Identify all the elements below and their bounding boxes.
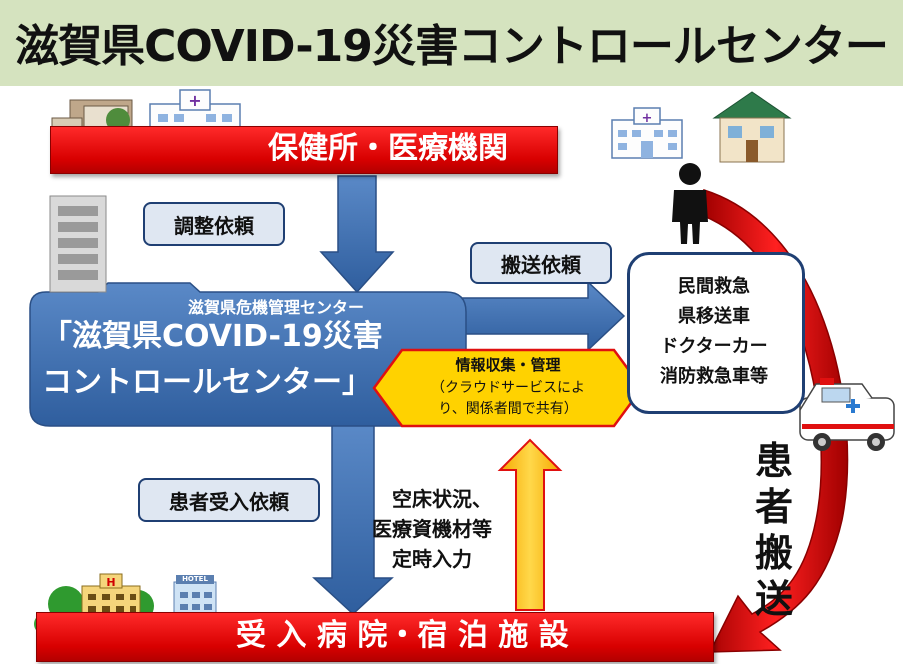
hospital-icon-right: +	[611, 107, 683, 159]
person-icon	[672, 163, 708, 244]
control-center-block	[29, 282, 467, 427]
patient-transport-char: 送	[754, 577, 793, 621]
house-icon	[712, 91, 792, 163]
accept-request-label: 患者受入依頼	[138, 478, 320, 522]
transport-options-box	[627, 252, 805, 414]
hotel-sign: HOTEL	[182, 575, 208, 583]
info-hexagon-line1: （クラウドサービスによ	[431, 380, 585, 396]
down-arrow-accept	[312, 423, 394, 616]
page-title: 滋賀県COVID-19災害コントロールセンター	[15, 21, 889, 72]
svg-text:H: H	[106, 576, 115, 589]
up-arrow-info	[497, 438, 563, 611]
health-institution-label: 保健所・医療機関	[268, 131, 508, 166]
info-hexagon-title: 情報収集・管理	[455, 356, 561, 374]
title-band	[0, 0, 903, 86]
svg-text:+: +	[642, 111, 653, 126]
bed-status-line: 医療資機材等	[372, 517, 492, 541]
transport-option: 県移送車	[678, 306, 750, 327]
transport-request-label: 搬送依頼	[470, 242, 612, 284]
down-arrow-adjust	[319, 175, 395, 294]
office-building-icon	[49, 195, 107, 293]
transport-option: 消防救急車等	[660, 366, 768, 387]
patient-transport-arrow	[703, 188, 849, 653]
center-name-line2: コントロールセンター」	[42, 365, 372, 400]
ambulance-icon	[799, 378, 895, 451]
right-arrow-transport	[461, 280, 626, 352]
svg-text:+: +	[188, 91, 201, 110]
bed-status-line: 空床状況、	[392, 487, 492, 511]
patient-transport-char: 患	[754, 439, 793, 483]
health-institution-bar	[50, 126, 558, 174]
center-name-line1: 「滋賀県COVID-19災害	[42, 319, 383, 354]
bed-status-line: 定時入力	[392, 547, 472, 571]
transport-option: 民間救急	[678, 276, 750, 297]
patient-transport-char: 者	[754, 485, 793, 529]
center-subtitle: 滋賀県危機管理センター	[188, 298, 365, 317]
info-hexagon-line2: り、関係者間で共有）	[438, 401, 578, 417]
hospital-facility-bar	[36, 612, 714, 662]
transport-option: ドクターカー	[660, 336, 768, 357]
adjust-request-label: 調整依頼	[143, 202, 285, 246]
hospital-facility-label: 受 入 病 院・宿 泊 施 設	[236, 618, 569, 653]
patient-transport-char: 搬	[754, 531, 793, 575]
